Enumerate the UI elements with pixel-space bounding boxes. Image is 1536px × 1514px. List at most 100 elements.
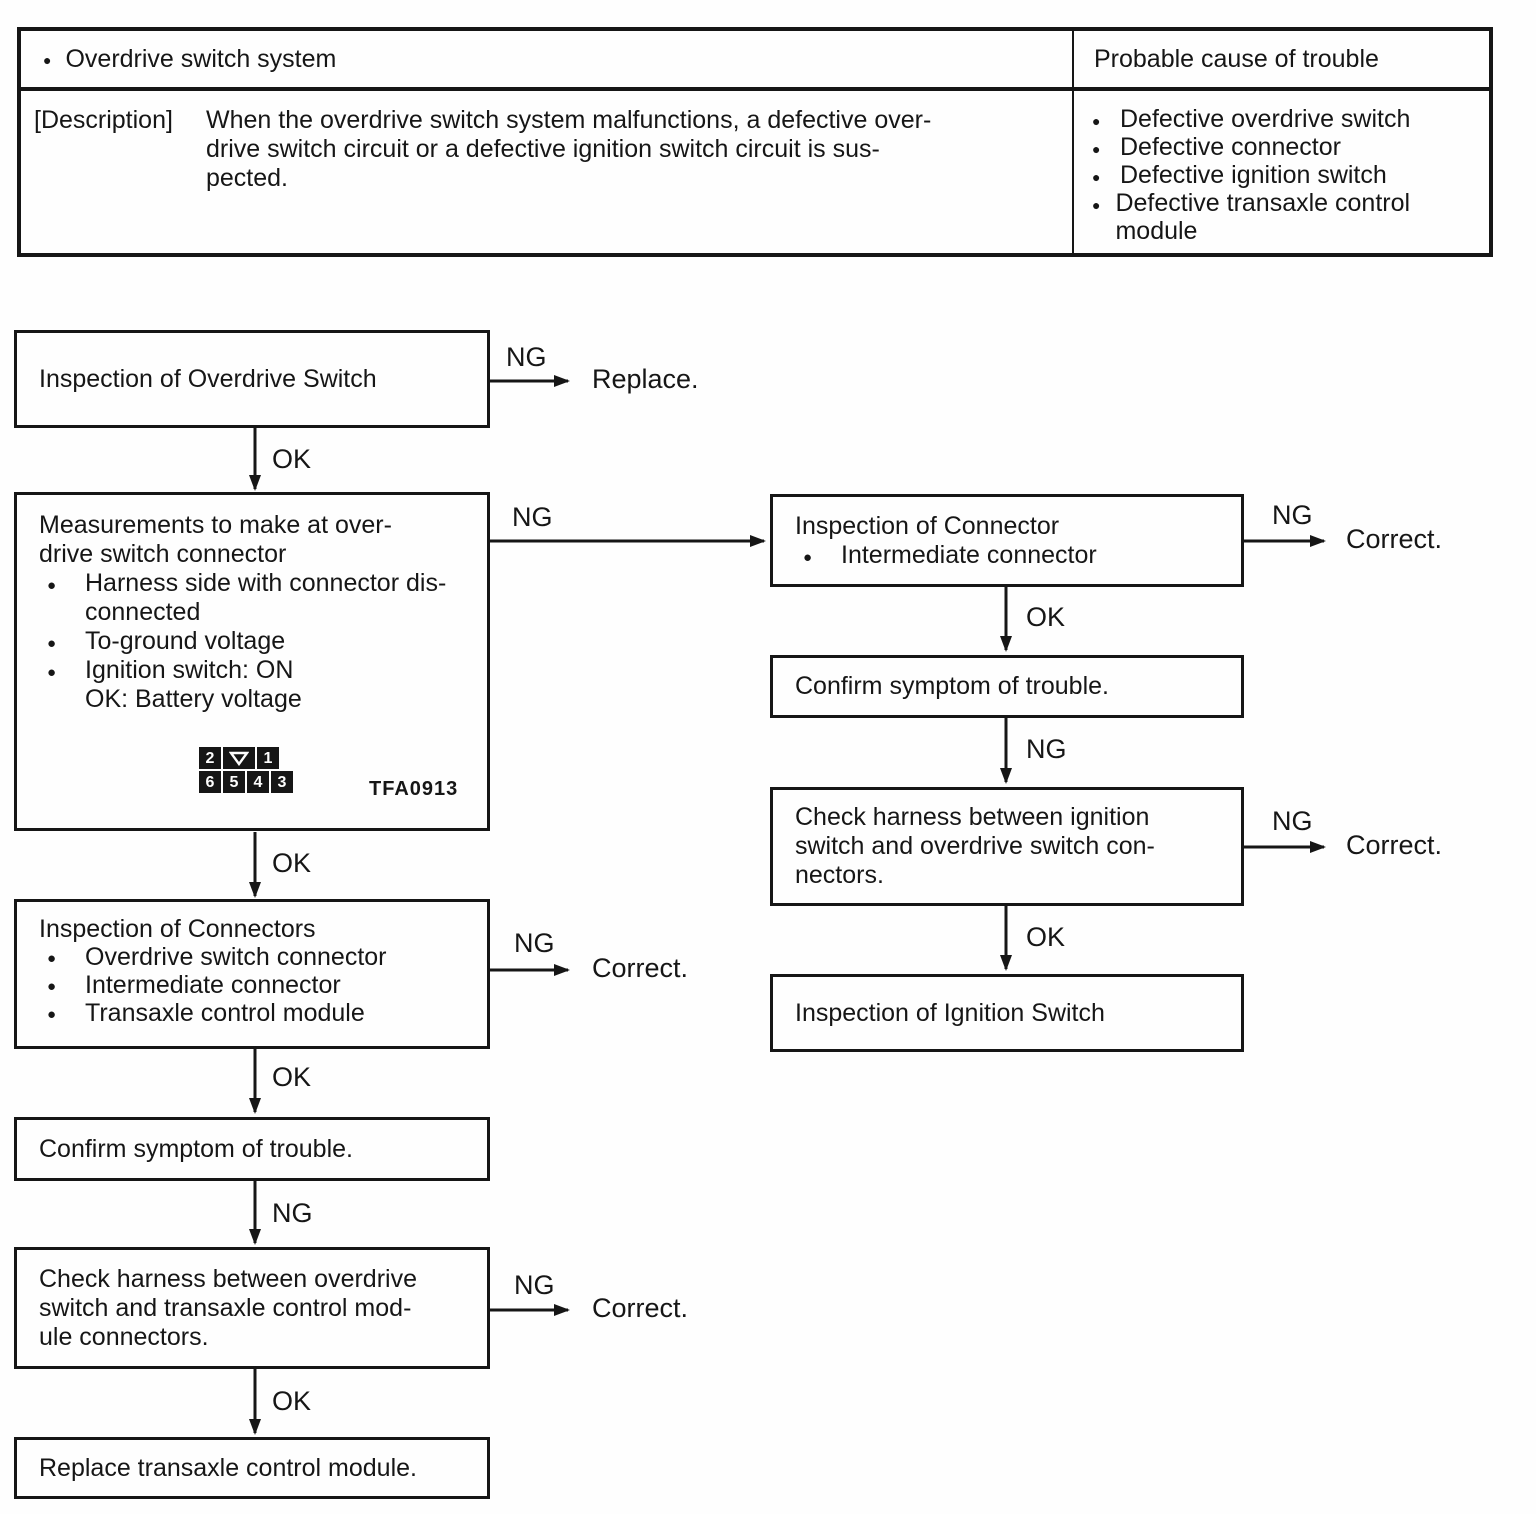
description-label: [Description]: [34, 106, 173, 134]
list-item: ● Defective overdrive switch: [1092, 105, 1437, 133]
list-item: ● Transaxle control module: [39, 999, 479, 1027]
bullet-icon: ●: [47, 635, 57, 652]
box-title: Confirm symptom of trouble.: [39, 1134, 353, 1163]
box-title-line: Measurements to make at over-: [39, 511, 392, 539]
summary-table-body-row: [Description] When the overdrive switch …: [21, 91, 1489, 253]
bullet-icon: ●: [1092, 113, 1101, 129]
bullet-icon: ●: [43, 52, 52, 68]
box-text-line: Check harness between ignition: [795, 803, 1150, 831]
list-item: ● Defective transaxle control module: [1092, 189, 1437, 245]
figure-code: TFA0913: [369, 778, 459, 800]
bullet-text: Ignition switch: ON: [85, 656, 294, 684]
bullet-icon: ●: [47, 978, 57, 995]
summary-table-header-row: ● Overdrive switch system Probable cause…: [21, 31, 1489, 91]
ok-label: OK: [1026, 602, 1066, 632]
list-item: ● To-ground voltage: [39, 627, 479, 656]
ng-label: NG: [1272, 806, 1313, 836]
subject-header-cell: ● Overdrive switch system: [21, 31, 1074, 87]
box-text-line: nectors.: [795, 861, 884, 889]
ng-label: NG: [1026, 734, 1067, 764]
correct-outcome-label: Correct.: [592, 953, 689, 983]
bullet-text-line: Harness side with connector dis-: [85, 569, 447, 597]
bullet-text: Transaxle control module: [85, 999, 365, 1027]
connector-pinout-diagram: 2 1 6 5 4 3: [199, 747, 293, 795]
list-item: ● Intermediate connector: [795, 541, 1233, 570]
ng-label: NG: [272, 1198, 313, 1228]
bullet-text: Intermediate connector: [85, 971, 341, 999]
subject-title: Overdrive switch system: [65, 44, 337, 73]
bullet-icon: ●: [47, 664, 57, 681]
flow-box-inspect-connector-right: Inspection of Connector ● Intermediate c…: [770, 494, 1244, 587]
list-item: ● Defective ignition switch: [1092, 161, 1437, 189]
flow-box-inspect-overdrive-switch: Inspection of Overdrive Switch: [14, 330, 490, 428]
ok-label: OK: [272, 848, 312, 878]
bullet-icon: ●: [803, 548, 813, 566]
flow-box-inspect-connectors: Inspection of Connectors ● Overdrive swi…: [14, 899, 490, 1049]
flow-box-inspect-ignition-switch: Inspection of Ignition Switch: [770, 974, 1244, 1052]
bullet-text: Intermediate connector: [841, 540, 1097, 569]
bullet-icon: ●: [1092, 197, 1101, 213]
connector-pin: 4: [247, 771, 269, 793]
cause-header-title: Probable cause of trouble: [1094, 44, 1379, 73]
description-line: drive switch circuit or a defective igni…: [206, 135, 880, 163]
flow-box-confirm-symptom-right: Confirm symptom of trouble.: [770, 655, 1244, 718]
ng-label: NG: [1272, 500, 1313, 530]
list-item: ● Overdrive switch connector: [39, 943, 479, 971]
cause-text: Defective ignition switch: [1120, 161, 1387, 189]
box-title: Replace transaxle control module.: [39, 1453, 417, 1482]
box-title-line: drive switch connector: [39, 540, 287, 568]
bullet-icon: ●: [1092, 141, 1101, 157]
box-title: Inspection of Ignition Switch: [795, 998, 1105, 1027]
bullet-text-line: connected: [85, 598, 201, 626]
ok-label: OK: [272, 444, 312, 474]
flow-box-replace-module: Replace transaxle control module.: [14, 1437, 490, 1499]
correct-outcome-label: Correct.: [592, 1293, 689, 1323]
replace-outcome-label: Replace.: [592, 364, 699, 394]
flow-box-confirm-symptom-left: Confirm symptom of trouble.: [14, 1117, 490, 1181]
cause-text: Defective overdrive switch: [1120, 105, 1411, 133]
correct-outcome-label: Correct.: [1346, 830, 1443, 860]
description-text: When the overdrive switch system malfunc…: [206, 106, 931, 193]
ng-label: NG: [514, 928, 555, 958]
flow-box-check-harness-right: Check harness between ignition switch an…: [770, 787, 1244, 906]
description-cell: [Description] When the overdrive switch …: [21, 91, 1074, 253]
cause-text: Defective transaxle control module: [1115, 189, 1411, 245]
connector-bottom-row: 6 5 4 3: [199, 771, 293, 793]
ok-label: OK: [272, 1062, 312, 1092]
connector-pin: 1: [257, 747, 279, 769]
connector-pin: 2: [199, 747, 221, 769]
bullet-icon: ●: [1092, 169, 1101, 185]
list-item: ● Defective connector: [1092, 133, 1437, 161]
causes-cell: ● Defective overdrive switch ● Defective…: [1074, 91, 1489, 253]
bullet-icon: ●: [47, 1006, 57, 1023]
connector-pin: 5: [223, 771, 245, 793]
box-text-line: Check harness between overdrive: [39, 1264, 417, 1293]
bullet-text: To-ground voltage: [85, 627, 286, 655]
bullet-icon: ●: [47, 577, 57, 594]
box-text-line: switch and transaxle control mod-: [39, 1293, 412, 1322]
box-title: Confirm symptom of trouble.: [795, 672, 1109, 700]
causes-list: ● Defective overdrive switch ● Defective…: [1074, 91, 1437, 245]
bullet-text: Harness side with connector dis- connect…: [85, 569, 446, 627]
connector-top-row: 2 1: [199, 747, 293, 769]
box-text-line: switch and overdrive switch con-: [795, 832, 1155, 860]
description-line: When the overdrive switch system malfunc…: [206, 106, 932, 134]
bullet-icon: ●: [47, 950, 57, 967]
connector-pin: 6: [199, 771, 221, 793]
box-text-line: ule connectors.: [39, 1322, 209, 1351]
ng-label: NG: [506, 342, 547, 372]
connector-pin: 3: [271, 771, 293, 793]
ng-label: NG: [512, 502, 553, 532]
list-item: ● Harness side with connector dis- conne…: [39, 569, 479, 627]
cause-text: Defective connector: [1120, 133, 1341, 161]
box-title: Inspection of Connector: [795, 511, 1060, 540]
list-item: ● Ignition switch: ON: [39, 656, 479, 685]
ng-label: NG: [514, 1270, 555, 1300]
box-title: Inspection of Connectors: [39, 915, 316, 943]
ok-label: OK: [272, 1386, 312, 1416]
connector-keyway-icon: [223, 747, 255, 769]
ok-label: OK: [1026, 922, 1066, 952]
flow-box-check-harness-left: Check harness between overdrive switch a…: [14, 1247, 490, 1369]
